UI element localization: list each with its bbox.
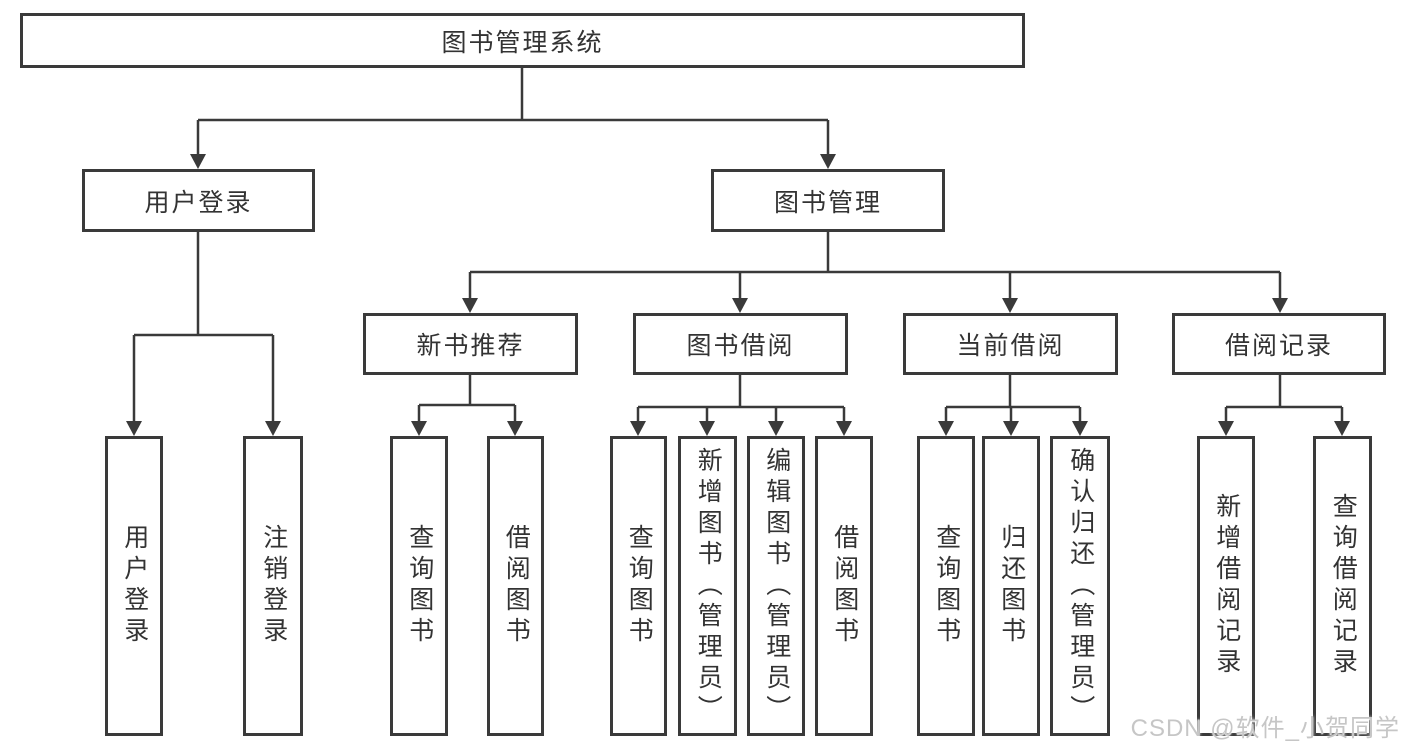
leaf-user-login: 用户登录 (105, 436, 163, 736)
node-borrowing-records: 借阅记录 (1172, 313, 1386, 375)
node-label: 新增图书（管理员） (694, 446, 723, 726)
node-label: 新书推荐 (416, 332, 525, 360)
leaf-query-books-borrowing: 查询图书 (610, 436, 667, 736)
leaf-query-borrow-record: 查询借阅记录 (1313, 436, 1372, 736)
leaf-query-books-recommend: 查询图书 (390, 436, 448, 736)
leaf-return-books: 归还图书 (982, 436, 1040, 736)
leaf-borrow-books-recommend: 借阅图书 (487, 436, 544, 736)
node-label: 查询借阅记录 (1329, 493, 1358, 679)
node-new-book-recommend: 新书推荐 (363, 313, 578, 375)
node-label: 查询图书 (625, 524, 654, 648)
node-label: 查询图书 (932, 524, 961, 648)
node-label: 当前借阅 (956, 332, 1065, 360)
node-book-borrowing: 图书借阅 (633, 313, 848, 375)
node-label: 图书管理系统 (441, 28, 604, 57)
node-user-login: 用户登录 (82, 169, 315, 232)
node-label: 归还图书 (997, 524, 1026, 648)
node-label: 借阅图书 (830, 524, 859, 648)
node-label: 新增借阅记录 (1212, 493, 1241, 679)
node-book-management: 图书管理 (711, 169, 945, 232)
node-label: 图书借阅 (686, 332, 795, 360)
node-label: 借阅记录 (1224, 332, 1333, 360)
csdn-watermark: CSDN @软件_小贺同学 (1130, 715, 1400, 742)
arrowhead-icons (126, 154, 1350, 436)
leaf-add-book-admin: 新增图书（管理员） (678, 436, 737, 736)
leaf-add-borrow-record: 新增借阅记录 (1197, 436, 1255, 736)
node-root-library-system: 图书管理系统 (20, 13, 1025, 68)
node-label: 用户登录 (144, 188, 253, 217)
node-label: 查询图书 (405, 524, 434, 648)
node-current-borrowing: 当前借阅 (903, 313, 1118, 375)
node-label: 编辑图书（管理员） (762, 446, 791, 726)
leaf-edit-book-admin: 编辑图书（管理员） (747, 436, 805, 736)
node-label: 图书管理 (773, 188, 882, 217)
node-label: 注销登录 (259, 524, 288, 648)
node-label: 借阅图书 (502, 524, 531, 648)
node-label: 用户登录 (120, 524, 149, 648)
leaf-query-books-current: 查询图书 (917, 436, 975, 736)
leaf-confirm-return-admin: 确认归还（管理员） (1050, 436, 1110, 736)
node-label: 确认归还（管理员） (1066, 446, 1095, 726)
leaf-borrow-books-borrowing: 借阅图书 (815, 436, 873, 736)
leaf-logout: 注销登录 (243, 436, 303, 736)
